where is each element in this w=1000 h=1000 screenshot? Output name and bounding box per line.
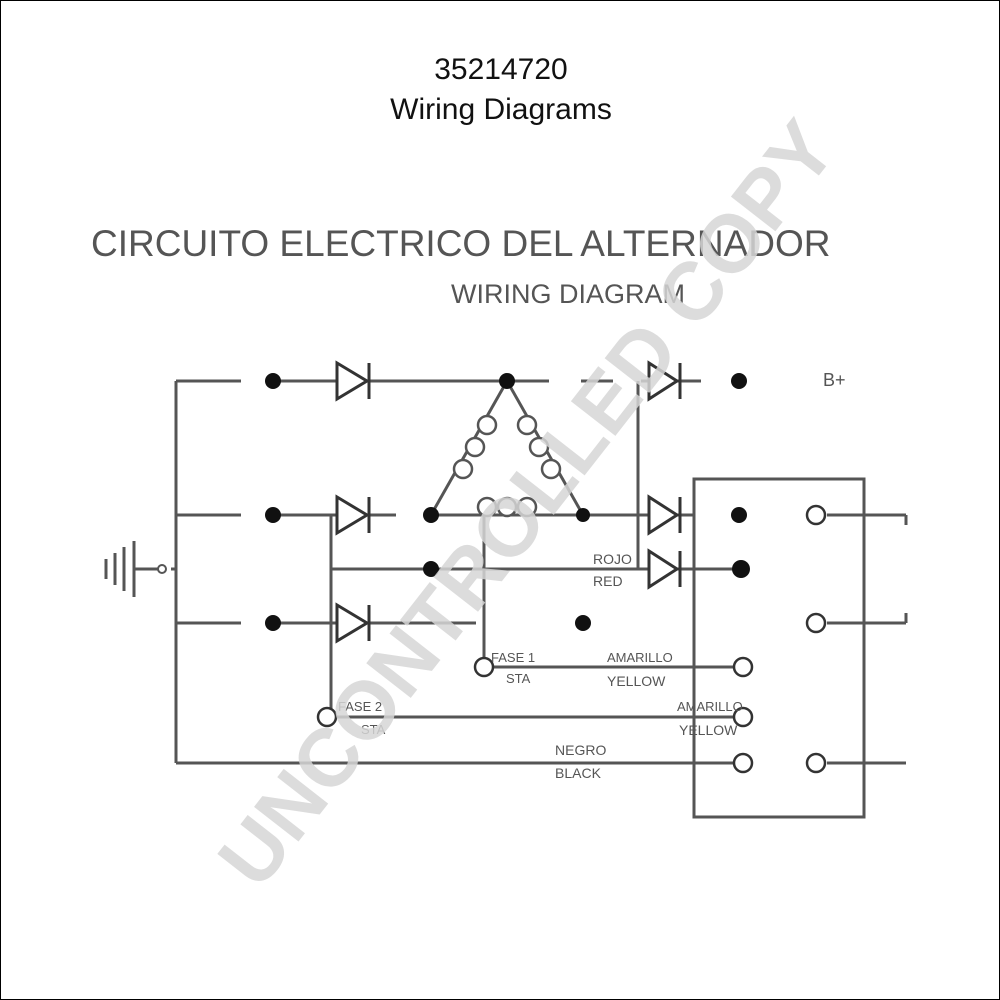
junction-dot [732, 560, 750, 578]
diagram-title-english: WIRING DIAGRAM [451, 279, 685, 309]
document-title: Wiring Diagrams [390, 93, 612, 126]
part-number: 35214720 [434, 53, 568, 86]
red-wire-label-en: RED [593, 573, 623, 589]
coil-loop [516, 414, 538, 436]
terminal-circle [732, 752, 754, 774]
black-wire-label-en: BLACK [555, 765, 602, 781]
diode-2 [335, 494, 371, 536]
phase2-label-en: STA [361, 722, 386, 737]
phase1-label-es: FASE 1 [491, 650, 535, 665]
terminal-circle [805, 612, 827, 634]
junction-dot [731, 373, 747, 389]
diodes [335, 360, 682, 644]
junction-dot [265, 507, 281, 523]
terminal-circle [732, 656, 754, 678]
phase1-terminal [473, 656, 495, 678]
phase1-label-en: STA [506, 671, 531, 686]
terminal-circle [732, 706, 754, 728]
terminal-circle [805, 504, 827, 526]
diode-4 [647, 360, 682, 402]
coil-loop [464, 436, 486, 458]
coil-loop [452, 458, 474, 480]
junction-dots [265, 373, 750, 631]
yellow-wire2-label-es: AMARILLO [677, 699, 743, 714]
coil-loop [496, 496, 518, 518]
diode-6 [647, 548, 682, 590]
phase2-label-es: FASE 2 [338, 699, 382, 714]
junction-dot [499, 373, 515, 389]
regulator-box [692, 477, 866, 819]
yellow-wire2-label-en: YELLOW [679, 722, 738, 738]
yellow-wire1-label-en: YELLOW [607, 673, 666, 689]
bplus-label: B+ [823, 370, 846, 390]
coil-loop [476, 496, 498, 518]
red-wire-label-es: ROJO [593, 551, 632, 567]
terminal-circle [805, 752, 827, 774]
coil-loop [528, 436, 550, 458]
junction-dot [731, 507, 747, 523]
junction-dot [576, 508, 590, 522]
junction-dot [265, 615, 281, 631]
junction-dot [423, 507, 439, 523]
terminals [316, 504, 827, 774]
diode-5 [647, 494, 682, 536]
coil-loop [540, 458, 562, 480]
phase2-terminal [316, 706, 338, 728]
junction-dot [265, 373, 281, 389]
black-wire-label-es: NEGRO [555, 742, 606, 758]
stator-coils [452, 414, 562, 518]
coil-loop [516, 496, 538, 518]
yellow-wire1-label-es: AMARILLO [607, 650, 673, 665]
coil-loop [476, 414, 498, 436]
diode-1 [335, 360, 371, 402]
ground-symbol [104, 541, 167, 597]
diagram-title-spanish: CIRCUITO ELECTRICO DEL ALTERNADOR [91, 223, 830, 264]
junction-dot [423, 561, 439, 577]
diode-3 [335, 602, 371, 644]
junction-dot [575, 615, 591, 631]
